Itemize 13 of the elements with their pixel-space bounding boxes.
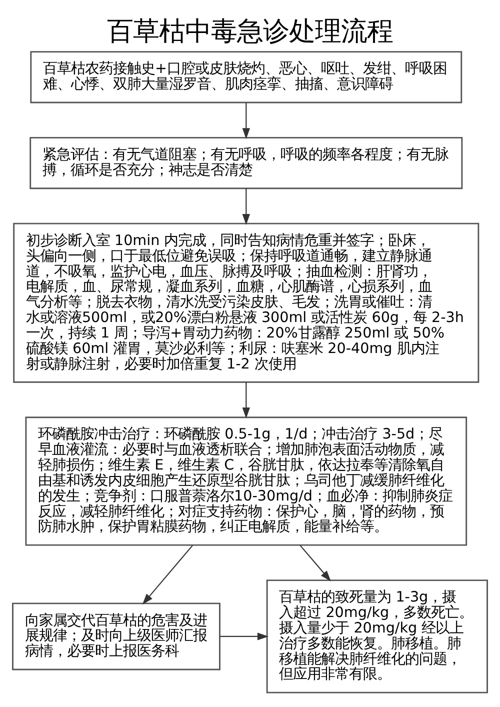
node-box: 环磷酰胺冲击治疗：环磷酰胺 0.5-1g，1/d；冲击治疗 3-5d；尽早血液灌流：必要时与血液透析联合；增加肺泡表面活动物质，减轻肺损伤；维生素 E，维生素 C，谷胱甘肽，依达拉奉等清除氧自由基和诱发内皮细胞产生还原型谷胱甘肽；乌司他丁减缓肺纤维化的发生；竞争剂：口服普萘洛尔10-30mg/d；血必净：抑制肺炎症反应，减轻肺纤维化；对症支持药物：保护心，脑，肾的药物，预防肺水肿，保护胃粘膜药物，纠正电解质，能量补给等。 [25,416,468,546]
node-box: 百草枯的致死量为 1-3g，摄入超过 20mg/kg，多数死亡。摄入量少于 20mg/kg 经以上治疗多数能恢复。肺移植。肺移植能解决肺纤维化的问题，但应用非常有限。 [266,580,488,694]
arrow [300,545,332,582]
arrow [242,102,250,140]
arrow [242,382,250,419]
node-box: 向家属交代百草枯的危害及进展规律；及时向上级医师汇报病情，必要时上报医务科 [12,602,220,670]
node-box: 紧急评估：有无气道阻塞；有无呼吸，呼吸的频率各程度；有无脉搏，循环是否充分；神志是否清楚 [30,137,463,190]
arrow [220,632,268,640]
arrow [242,188,250,226]
arrow [142,545,193,605]
diagram-title: 百草枯中毒急诊处理流程 [107,16,393,47]
node-box: 百草枯农药接触史+口腔或皮肤烧灼、恶心、呕吐、发绀、呼吸困难、心悸、双肺大量湿罗音、肌肉痉挛、抽搐、意识障碍 [30,51,462,104]
node-box: 初步诊断入室 10min 内完成，同时告知病情危重并签字；卧床，头偏向一侧，口于最低位避免误吸；保持呼吸道通畅，建立静脉通道，不吸氧，监护心电，血压、脉搏及呼吸；抽血检测：肝肾功，电解质，血、尿常规，凝血系列，血糖，心肌酶谱，心损系列，血气分析等；脱去衣物，清水洗受污染皮肤、毛发；洗胃或催吐：清水或溶液500ml，或20%漂白粉悬液 300ml 或活性炭 60g，每 2-3h 一次，持续 1 周；导泻+胃动力药物：20%甘露醇 250ml 或 50%硫酸镁 60ml 灌胃，莫沙必利等；利尿：呋塞米 20-40mg 肌内注射或静脉注射，必要时加倍重复 1-2 次使用 [13,222,480,383]
